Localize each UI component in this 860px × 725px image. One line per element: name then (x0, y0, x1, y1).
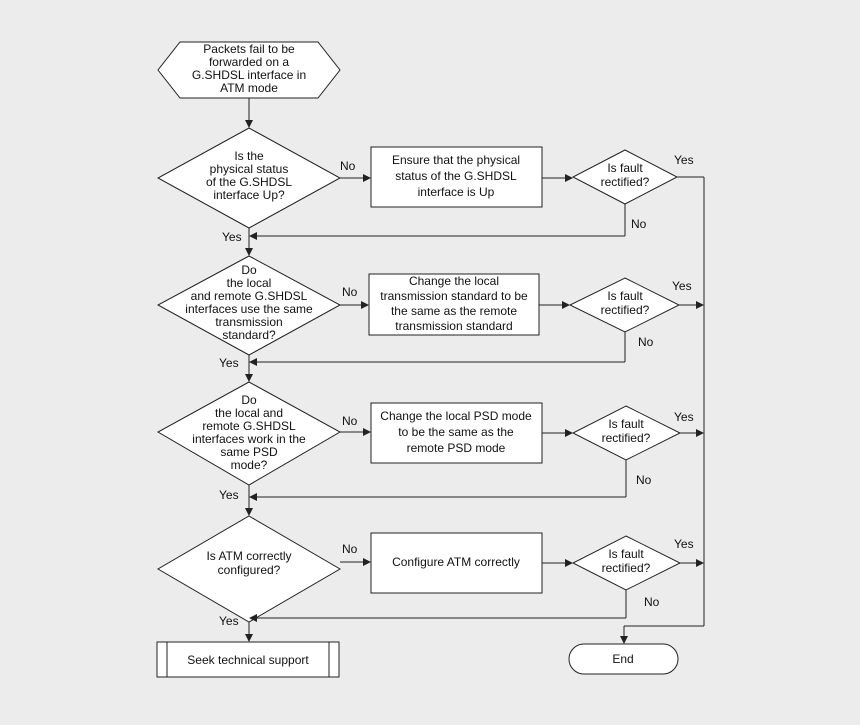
decision-1-line-4: interface Up? (213, 188, 285, 202)
fault-check-2-line-2: rectified? (601, 303, 650, 317)
seek-support-label: Seek technical support (187, 653, 309, 667)
decision-1-line-1: Is the (234, 149, 264, 163)
action-2-line-3: the same as the remote (391, 304, 517, 318)
fault-check-1-line-2: rectified? (601, 175, 650, 189)
seek-support-process: Seek technical support (156, 641, 340, 678)
decision-4-no-label: No (342, 542, 358, 556)
main-flow-connectors (245, 98, 253, 642)
start-text-line-4: ATM mode (220, 81, 278, 95)
action-3-line-2: to be the same as the (398, 425, 514, 439)
decision-1-yes-label: Yes (222, 230, 242, 244)
fault-check-4-line-2: rectified? (602, 561, 651, 575)
decision-3-yes-label: Yes (219, 488, 239, 502)
fault-check-4-no-label: No (644, 595, 660, 609)
fault-check-1-yes-label: Yes (674, 153, 694, 167)
decision-4-yes-label: Yes (219, 614, 239, 628)
decision-4-line-1: Is ATM correctly (206, 549, 291, 563)
end-terminal: End (568, 643, 679, 675)
decision-1-no-label: No (340, 159, 356, 173)
action-2-line-2: transmission standard to be (380, 289, 528, 303)
decision-3-line-5: same PSD (220, 445, 278, 459)
fault-check-3-yes-label: Yes (674, 410, 694, 424)
start-text-line-1: Packets fail to be (203, 42, 295, 56)
decision-3-no-label: No (342, 414, 358, 428)
decision-2-line-1: Do (241, 263, 257, 277)
fault-check-3-no-label: No (636, 473, 652, 487)
fault-check-2-line-1: Is fault (607, 289, 643, 303)
fault-check-4-yes-label: Yes (674, 537, 694, 551)
decision-3-line-2: the local and (215, 406, 283, 420)
action-ensure-physical-up: Ensure that the physical status of the G.… (370, 146, 543, 208)
fault-check-2-no-label: No (638, 335, 654, 349)
decision-2-line-2: the local (227, 276, 272, 290)
end-label: End (612, 652, 633, 666)
action-1-line-2: status of the G.SHDSL (395, 169, 517, 183)
fault-check-1-no-label: No (631, 217, 647, 231)
decision-2-line-5: transmission (215, 315, 282, 329)
decision-3-line-4: interfaces work in the (192, 432, 306, 446)
action-4-line-1: Configure ATM correctly (392, 555, 520, 569)
action-3-line-1: Change the local PSD mode (380, 409, 532, 423)
start-text-line-2: forwarded on a (209, 55, 289, 69)
action-configure-atm: Configure ATM correctly (370, 532, 543, 594)
action-1-line-1: Ensure that the physical (392, 153, 520, 167)
fault-check-4-line-1: Is fault (608, 547, 644, 561)
action-3-line-3: remote PSD mode (407, 441, 506, 455)
action-2-line-4: transmission standard (395, 319, 512, 333)
yes-collector-line (620, 177, 705, 644)
fault-check-3-line-1: Is fault (608, 417, 644, 431)
decision-3-line-3: remote G.SHDSL (202, 419, 296, 433)
fault-check-1-line-1: Is fault (607, 161, 643, 175)
decision-1-line-3: of the G.SHDSL (206, 175, 292, 189)
action-1-line-3: interface is Up (418, 185, 495, 199)
decision-2-no-label: No (342, 285, 358, 299)
decision-3-line-1: Do (241, 393, 257, 407)
decision-2-line-6: standard? (222, 328, 276, 342)
action-2-line-1: Change the local (409, 274, 499, 288)
decision-1-line-2: physical status (210, 162, 289, 176)
decision-2-line-4: interfaces use the same (185, 302, 313, 316)
decision-3-line-6: mode? (231, 458, 268, 472)
action-change-psd-mode: Change the local PSD mode to be the same … (370, 402, 543, 464)
decision-2-line-3: and remote G.SHDSL (191, 289, 308, 303)
fault-check-2-yes-label: Yes (672, 279, 692, 293)
start-text-line-3: G.SHDSL interface in (192, 68, 306, 82)
decision-2-yes-label: Yes (219, 356, 239, 370)
decision-4-line-2: configured? (218, 563, 281, 577)
fault-check-3-line-2: rectified? (602, 431, 651, 445)
